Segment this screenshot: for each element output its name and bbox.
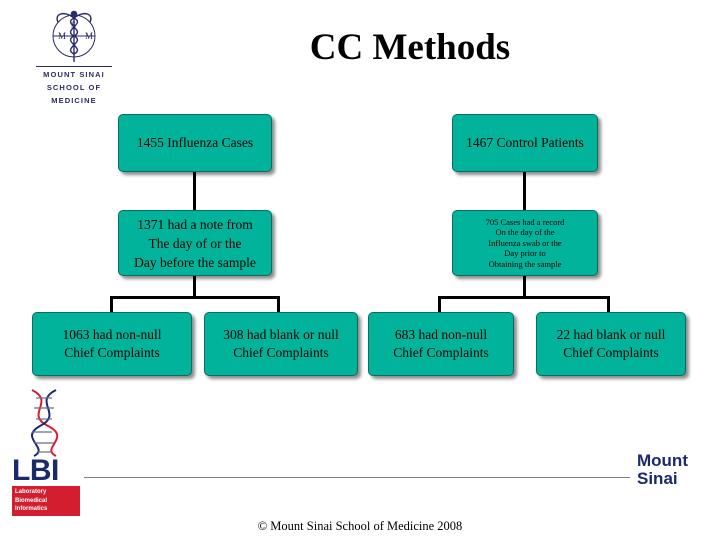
node-cases-blank-cc-text: 308 had blank or null Chief Complaints: [209, 326, 353, 362]
node-controls-nonnull-cc-text: 683 had non-null Chief Complaints: [373, 326, 509, 362]
node-cases-nonnull-cc-text: 1063 had non-null Chief Complaints: [37, 326, 187, 362]
node-controls-blank-cc-line2: Chief Complaints: [563, 345, 659, 360]
node-cases-with-note-text: 1371 had a note from The day of or the D…: [123, 215, 267, 272]
node-cases-blank-cc-line1: 308 had blank or null: [223, 327, 339, 342]
node-cases-with-note-line2: The day of or the: [148, 235, 242, 251]
node-controls-nonnull-cc-line1: 683 had non-null: [394, 327, 488, 342]
connector-controls-to-record: [523, 172, 526, 210]
msm-logo-line2: SCHOOL OF: [46, 83, 102, 92]
node-influenza-cases: 1455 Influenza Cases: [118, 114, 272, 172]
node-controls-with-record-line1: 705 Cases had a record: [485, 216, 565, 227]
connector-record-down: [523, 276, 526, 296]
lbi-logo-wordmark: LBI: [12, 454, 59, 487]
node-controls-with-record-line5: Obtaining the sample: [488, 258, 562, 269]
msm-logo-line1: MOUNT SINAI: [43, 70, 105, 79]
svg-text:M: M: [58, 31, 66, 41]
lbi-logo: LBI Laboratory Biomedical Informatics: [6, 388, 82, 520]
svg-text:M: M: [85, 31, 93, 41]
node-controls-with-record-line4: Day prior to: [504, 248, 546, 259]
node-influenza-cases-label: 1455 Influenza Cases: [136, 135, 254, 150]
node-cases-nonnull-cc-line2: Chief Complaints: [64, 345, 160, 360]
caduceus-icon: M S M: [28, 8, 120, 64]
node-cases-blank-cc-line2: Chief Complaints: [233, 345, 329, 360]
logo-divider: [36, 66, 112, 67]
node-controls-with-record: 705 Cases had a record On the day of the…: [452, 210, 598, 276]
mount-sinai-logo-line1: Mount: [637, 451, 688, 470]
footer-divider: [84, 477, 630, 478]
node-controls-blank-cc-line1: 22 had blank or null: [556, 327, 666, 342]
node-cases-with-note-line1: 1371 had a note from: [137, 216, 253, 232]
node-cases-with-note-line3: Day before the sample: [134, 254, 256, 270]
lbi-logo-subtitle: Laboratory Biomedical Informatics: [12, 486, 80, 516]
lbi-logo-subtitle-line2: Biomedical: [15, 497, 48, 504]
node-cases-nonnull-cc: 1063 had non-null Chief Complaints: [32, 312, 192, 376]
connector-note-bus-left-drop: [110, 296, 113, 312]
connector-cases-to-note: [193, 172, 196, 210]
node-controls-blank-cc-text: 22 had blank or null Chief Complaints: [541, 326, 681, 362]
node-control-patients-label: 1467 Control Patients: [466, 135, 584, 150]
msm-logo: M S M MOUNT SINAI SCHOOL OF MEDICINE: [28, 8, 120, 108]
connector-note-bus-right-drop: [277, 296, 280, 312]
slide-title: CC Methods: [309, 27, 511, 68]
dna-helix-icon: [16, 388, 72, 458]
connector-note-bus: [110, 296, 280, 299]
footer-copyright: © Mount Sinai School of Medicine 2008: [257, 519, 463, 533]
node-controls-with-record-line2: On the day of the: [495, 227, 555, 238]
msm-logo-line3: MEDICINE: [51, 96, 97, 105]
connector-record-bus-right-drop: [607, 296, 610, 312]
node-cases-nonnull-cc-line1: 1063 had non-null: [62, 327, 162, 342]
lbi-logo-subtitle-line1: Laboratory: [15, 489, 47, 495]
mount-sinai-logo: Mount Sinai: [637, 452, 713, 492]
connector-record-bus: [438, 296, 610, 299]
connector-record-bus-left-drop: [438, 296, 441, 312]
connector-note-down: [193, 276, 196, 296]
node-controls-blank-cc: 22 had blank or null Chief Complaints: [536, 312, 686, 376]
svg-text:S: S: [71, 20, 76, 30]
node-controls-nonnull-cc: 683 had non-null Chief Complaints: [368, 312, 514, 376]
node-cases-with-note: 1371 had a note from The day of or the D…: [118, 210, 272, 276]
lbi-logo-subtitle-line3: Informatics: [15, 506, 48, 512]
mount-sinai-logo-line2: Sinai: [637, 469, 678, 488]
node-cases-blank-cc: 308 had blank or null Chief Complaints: [204, 312, 358, 376]
node-controls-with-record-text: 705 Cases had a record On the day of the…: [457, 217, 593, 270]
node-controls-with-record-line3: Influenza swab or the: [488, 237, 562, 248]
node-controls-nonnull-cc-line2: Chief Complaints: [393, 345, 489, 360]
node-control-patients: 1467 Control Patients: [452, 114, 598, 172]
